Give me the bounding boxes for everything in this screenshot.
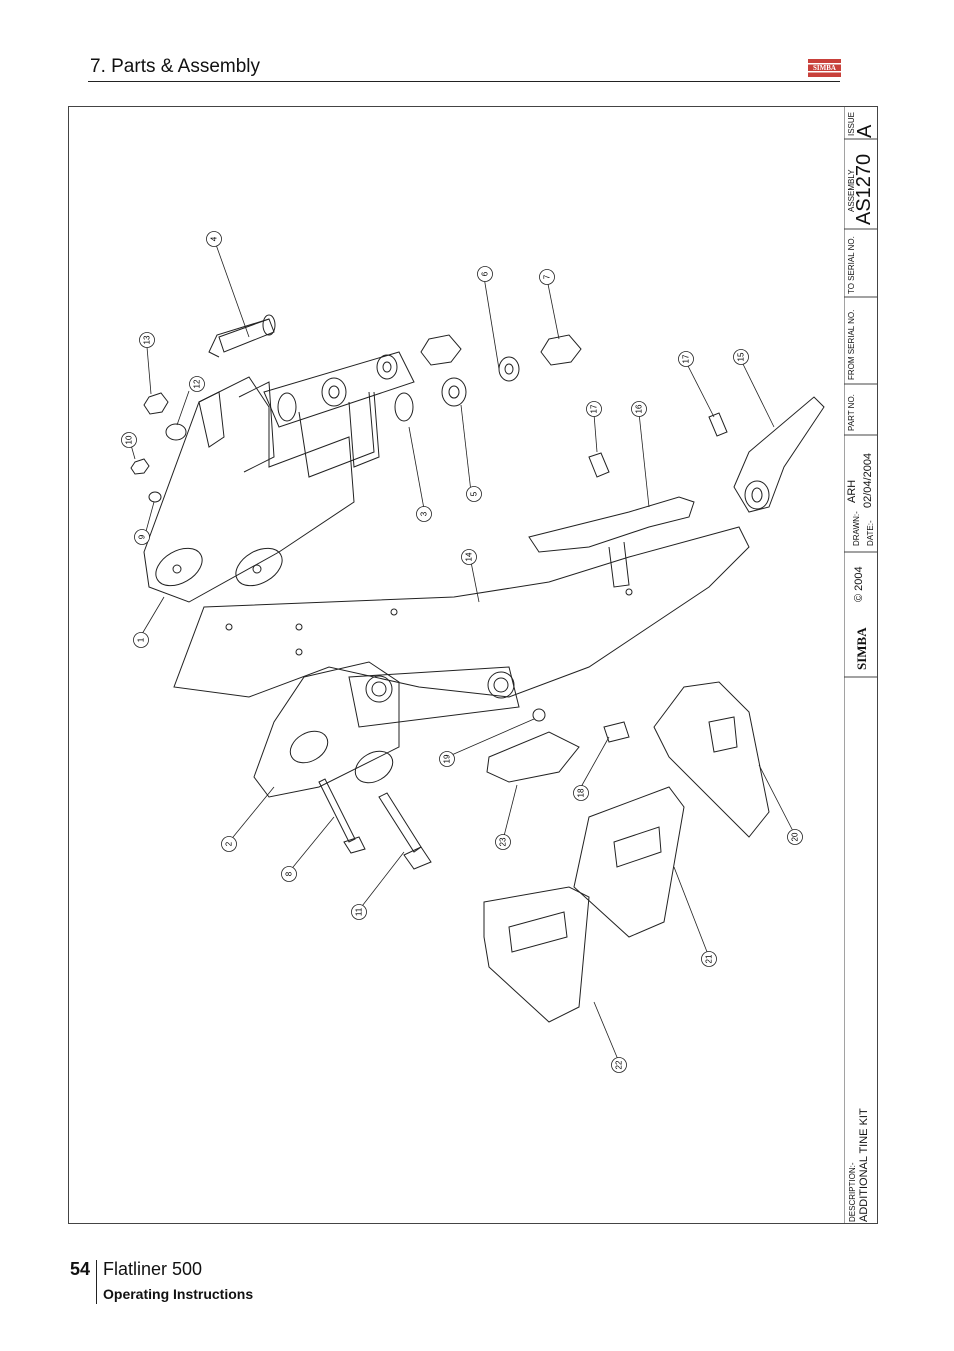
- callout-label: 15: [737, 352, 746, 361]
- callout-label: 5: [470, 491, 479, 496]
- header-rule: [88, 81, 840, 82]
- callout-label: 10: [125, 435, 134, 444]
- bolt-4: [218, 318, 275, 353]
- callout-bubble: [631, 401, 647, 417]
- drawing-frame: [68, 106, 878, 1224]
- spacer-23: [486, 731, 580, 783]
- page-number: 54: [70, 1259, 91, 1279]
- plate-21: [573, 786, 685, 938]
- callout-bubble: [495, 834, 511, 850]
- callout-bubble: [221, 836, 237, 852]
- stud-17: [588, 452, 610, 478]
- plate-20: [653, 681, 770, 838]
- callout-label: 20: [791, 832, 800, 841]
- callout-label: 19: [443, 754, 452, 763]
- callout-label: 14: [465, 552, 474, 561]
- callout-bubble: [611, 1057, 627, 1073]
- callout-label: 22: [615, 1060, 624, 1069]
- callout-label: 3: [420, 511, 429, 516]
- callout-bubble: [466, 486, 482, 502]
- callout-label: 7: [543, 274, 552, 279]
- stud-17b: [708, 412, 728, 437]
- product-name: Flatliner 500: [103, 1259, 203, 1279]
- washer: [321, 377, 347, 407]
- callout-bubble: [733, 349, 749, 365]
- callout-bubble: [351, 904, 367, 920]
- nut-10: [130, 458, 150, 475]
- bolt-11: [378, 792, 422, 853]
- callout-bubble: [539, 269, 555, 285]
- lower-bracket: [253, 661, 400, 798]
- callout-label: 1: [137, 637, 146, 642]
- callout-bubble: [461, 549, 477, 565]
- callout-label: 11: [355, 907, 364, 916]
- callout-bubble: [121, 432, 137, 448]
- callout-bubble: [439, 751, 455, 767]
- bracket-plate: [143, 376, 355, 603]
- callout-bubble: [787, 829, 803, 845]
- callout-label: 18: [577, 788, 586, 797]
- bracket-16: [528, 496, 695, 553]
- main-beam: [173, 526, 750, 698]
- callout-bubble: [281, 866, 297, 882]
- callout-label: 21: [705, 954, 714, 963]
- bolt-8: [318, 778, 356, 843]
- callout-label: 4: [210, 236, 219, 241]
- document-subtitle: Operating Instructions: [103, 1286, 254, 1302]
- pivot-block: [263, 351, 415, 428]
- callout-label: 17: [682, 354, 691, 363]
- nut-13: [143, 392, 169, 415]
- svg-text:SIMBA: SIMBA: [813, 64, 836, 72]
- callout-label: 2: [225, 841, 234, 846]
- callout-label: 12: [193, 379, 202, 388]
- simba-logo: SIMBA: [808, 59, 841, 77]
- callout-bubble: [133, 632, 149, 648]
- bolt-18: [603, 721, 630, 743]
- callout-label: 6: [481, 271, 490, 276]
- callout-bubble: [189, 376, 205, 392]
- callout-bubble: [134, 529, 150, 545]
- washer: [498, 356, 520, 382]
- callout-bubble: [477, 266, 493, 282]
- callout-bubble: [586, 401, 602, 417]
- washer: [441, 377, 467, 407]
- callout-label: 23: [499, 837, 508, 846]
- nut-19: [532, 708, 546, 722]
- clamp-15: [733, 396, 825, 513]
- callout-label: 9: [138, 534, 147, 539]
- footer-divider: [96, 1260, 97, 1304]
- callout-bubble: [416, 506, 432, 522]
- callout-bubble: [678, 351, 694, 367]
- plate-22: [483, 886, 590, 1023]
- callout-label: 13: [143, 335, 152, 344]
- callout-bubble: [139, 332, 155, 348]
- title-block-frame: [844, 107, 878, 1223]
- section-title: 7. Parts & Assembly: [90, 56, 261, 77]
- callout-label: 17: [590, 404, 599, 413]
- washer-9: [148, 491, 162, 503]
- callout-label: 8: [285, 871, 294, 876]
- callout-label: 16: [635, 404, 644, 413]
- callout-bubble: [701, 951, 717, 967]
- nut: [420, 334, 462, 366]
- nut: [540, 334, 582, 366]
- callout-bubble: [573, 785, 589, 801]
- washer: [376, 354, 398, 380]
- callout-bubble: [206, 231, 222, 247]
- washer-12: [165, 423, 187, 441]
